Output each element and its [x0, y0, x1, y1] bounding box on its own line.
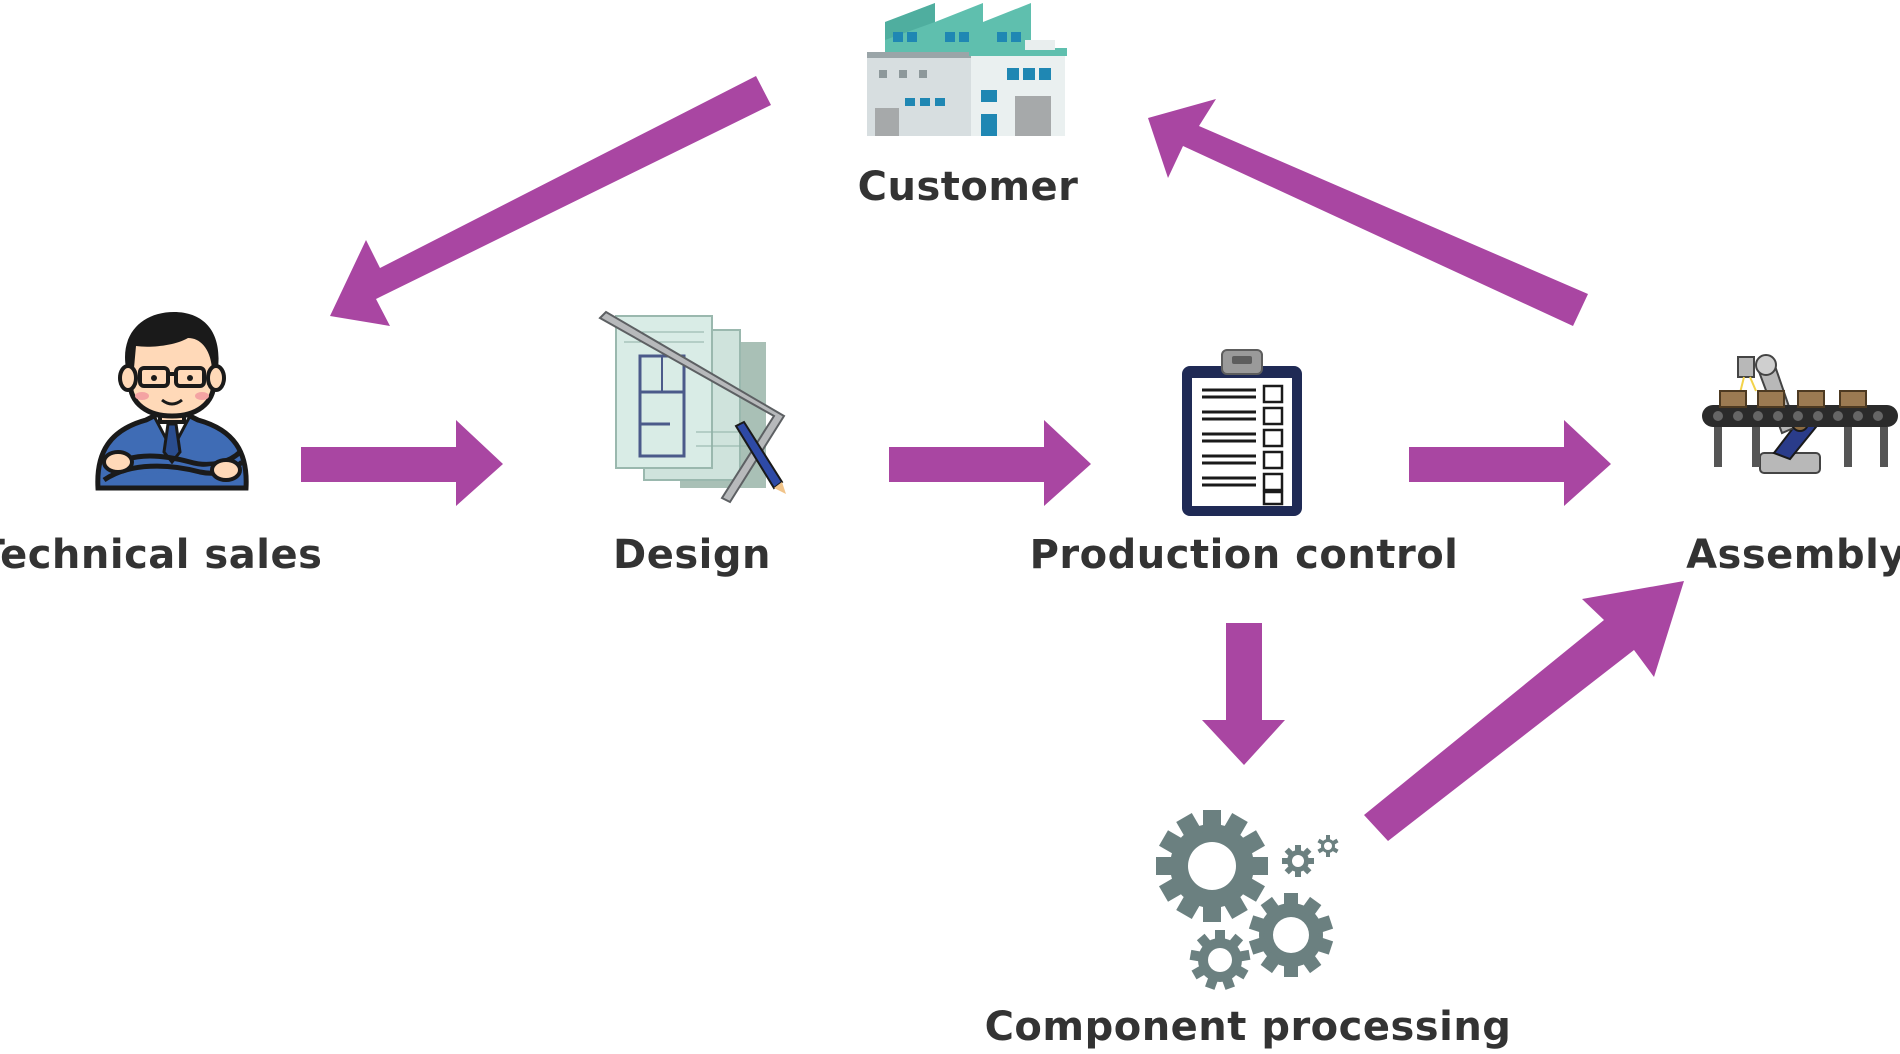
gear-medium	[1248, 893, 1334, 977]
node-label-customer: Customer	[857, 164, 1079, 210]
node-label-technical-sales: Technical sales	[0, 532, 323, 578]
node-label-design: Design	[613, 532, 771, 578]
gear-tiny-1	[1282, 845, 1314, 877]
blueprint-icon	[598, 310, 786, 504]
arrow-assembly-to-customer	[1148, 99, 1588, 326]
node-label-assembly: Assembly	[1686, 532, 1900, 578]
arrow-design-to-production-control	[889, 420, 1091, 506]
arrow-production-control-to-assembly	[1409, 420, 1611, 506]
arrow-technical-sales-to-design	[301, 420, 503, 506]
robot-conveyor-icon	[1702, 354, 1898, 474]
clipboard-checklist-icon	[1182, 349, 1302, 516]
arrow-customer-to-technical-sales	[330, 76, 771, 326]
factory-icon	[867, 3, 1067, 136]
gear-large	[1156, 810, 1268, 922]
arrow-production-control-to-component-processing	[1202, 623, 1285, 765]
node-label-production-control: Production control	[1029, 532, 1459, 578]
arrow-component-processing-to-assembly	[1364, 581, 1684, 841]
salesperson-icon	[95, 312, 249, 491]
node-label-component-processing: Component processing	[984, 1004, 1512, 1050]
gear-tiny-2	[1317, 835, 1339, 857]
gears-icon	[1156, 810, 1339, 990]
gear-small	[1189, 930, 1251, 990]
